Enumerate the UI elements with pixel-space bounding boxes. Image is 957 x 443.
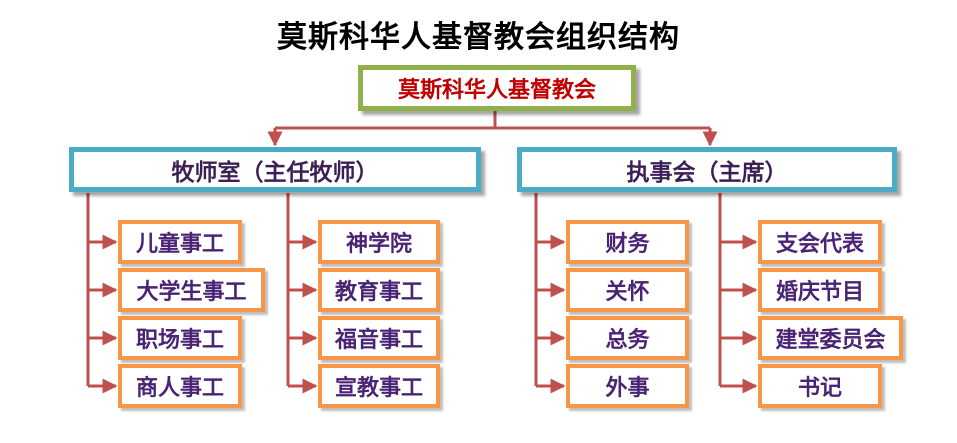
unit-gospel-ministry: 福音事工: [318, 316, 440, 360]
dept-deacon-board: 执事会（主席）: [517, 147, 897, 192]
root-node: 莫斯科华人基督教会: [358, 65, 636, 111]
chart-title: 莫斯科华人基督教会组织结构: [277, 20, 680, 55]
unit-care: 关怀: [566, 268, 689, 312]
unit-mission-ministry: 宣教事工: [318, 364, 440, 408]
unit-education-ministry: 教育事工: [318, 268, 440, 312]
unit-label: 商人事工: [135, 376, 224, 401]
unit-students-ministry: 大学生事工: [118, 268, 265, 312]
root-label: 莫斯科华人基督教会: [397, 78, 596, 103]
unit-branch-representative: 支会代表: [758, 220, 882, 264]
unit-label: 神学院: [345, 232, 412, 257]
unit-label: 婚庆节目: [775, 280, 864, 305]
unit-label: 职场事工: [135, 328, 224, 353]
unit-wedding-events: 婚庆节目: [758, 268, 882, 312]
dept-label: 执事会（主席）: [626, 159, 788, 186]
unit-label: 儿童事工: [135, 232, 224, 257]
dept-pastor-office: 牧师室（主任牧师）: [69, 147, 481, 192]
root-connector: [275, 111, 710, 130]
dept-label: 牧师室（主任牧师）: [171, 159, 379, 186]
unit-label: 关怀: [605, 280, 650, 305]
unit-label: 外事: [605, 376, 650, 401]
unit-business-ministry: 商人事工: [118, 364, 242, 408]
unit-seminary: 神学院: [318, 220, 440, 264]
unit-label: 福音事工: [334, 328, 423, 353]
unit-label: 书记: [797, 376, 842, 401]
unit-finance: 财务: [566, 220, 689, 264]
unit-external-affairs: 外事: [566, 364, 689, 408]
unit-general-affairs: 总务: [566, 316, 689, 360]
unit-label: 建堂委员会: [775, 328, 886, 353]
unit-childrens-ministry: 儿童事工: [118, 220, 242, 264]
unit-label: 支会代表: [775, 232, 864, 257]
unit-label: 总务: [605, 328, 650, 353]
unit-label: 大学生事工: [136, 280, 247, 305]
unit-building-committee: 建堂委员会: [758, 316, 903, 360]
unit-workplace-ministry: 职场事工: [118, 316, 242, 360]
unit-label: 财务: [605, 232, 650, 257]
unit-label: 宣教事工: [334, 376, 423, 401]
unit-label: 教育事工: [334, 280, 423, 305]
unit-secretary: 书记: [758, 364, 882, 408]
